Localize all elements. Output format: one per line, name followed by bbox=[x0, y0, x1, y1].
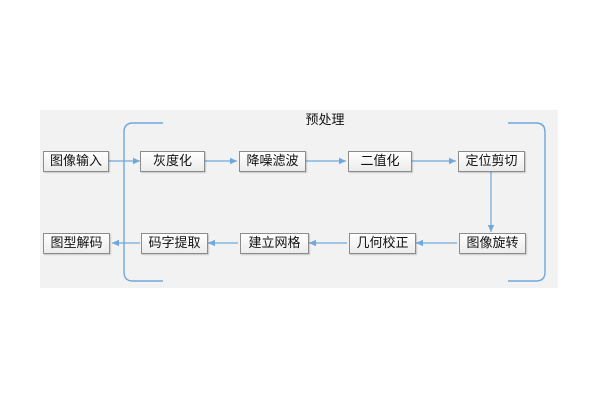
node-binarize: 二值化 bbox=[348, 151, 412, 172]
node-geometric-correct: 几何校正 bbox=[349, 233, 416, 254]
group-bracket-right bbox=[508, 122, 546, 282]
node-pattern-decode: 图型解码 bbox=[43, 233, 110, 254]
node-image-rotate: 图像旋转 bbox=[459, 233, 526, 254]
node-grayscale: 灰度化 bbox=[140, 151, 205, 172]
node-image-input: 图像输入 bbox=[43, 151, 109, 172]
node-codeword-extract: 码字提取 bbox=[141, 233, 208, 254]
group-bracket-left bbox=[123, 122, 163, 282]
group-title: 预处理 bbox=[305, 113, 345, 128]
node-build-grid: 建立网格 bbox=[240, 233, 309, 254]
node-denoise-filter: 降噪滤波 bbox=[239, 151, 306, 172]
node-locate-crop: 定位剪切 bbox=[458, 151, 525, 172]
diagram-panel bbox=[40, 110, 558, 288]
